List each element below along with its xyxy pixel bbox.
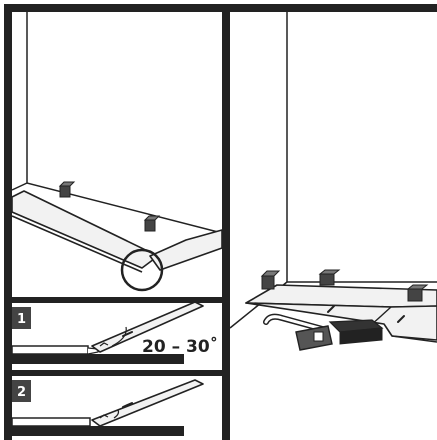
angle-arc-icon <box>111 326 127 347</box>
frame <box>4 4 437 440</box>
step-1-badge <box>12 307 31 329</box>
step-2-number: 2 <box>17 385 26 400</box>
second-board <box>149 229 223 271</box>
step-1-number: 1 <box>17 312 26 327</box>
step-1-panel: 1 20 – 30˚ <box>11 301 218 364</box>
detail-magnifier-circle <box>120 248 164 292</box>
tapping-block-icon <box>328 319 384 345</box>
spacer-wedge-2 <box>143 215 161 232</box>
spacer-wedge-3 <box>260 270 281 290</box>
angled-plank <box>91 301 204 353</box>
pressing-plank <box>91 379 204 427</box>
first-board <box>11 190 159 269</box>
angle-label: 20 – 30˚ <box>142 335 218 357</box>
spacer-wedge-4 <box>318 269 341 286</box>
hammer-icon <box>263 313 333 351</box>
spacer-wedge-1 <box>58 181 76 198</box>
left-room-panel <box>11 12 223 292</box>
spacer-wedge-5 <box>406 284 429 302</box>
right-room-panel <box>229 12 437 351</box>
step-2-badge <box>12 380 31 402</box>
angle-arc-small-icon <box>113 409 120 419</box>
step-2-panel: 2 <box>11 379 204 436</box>
